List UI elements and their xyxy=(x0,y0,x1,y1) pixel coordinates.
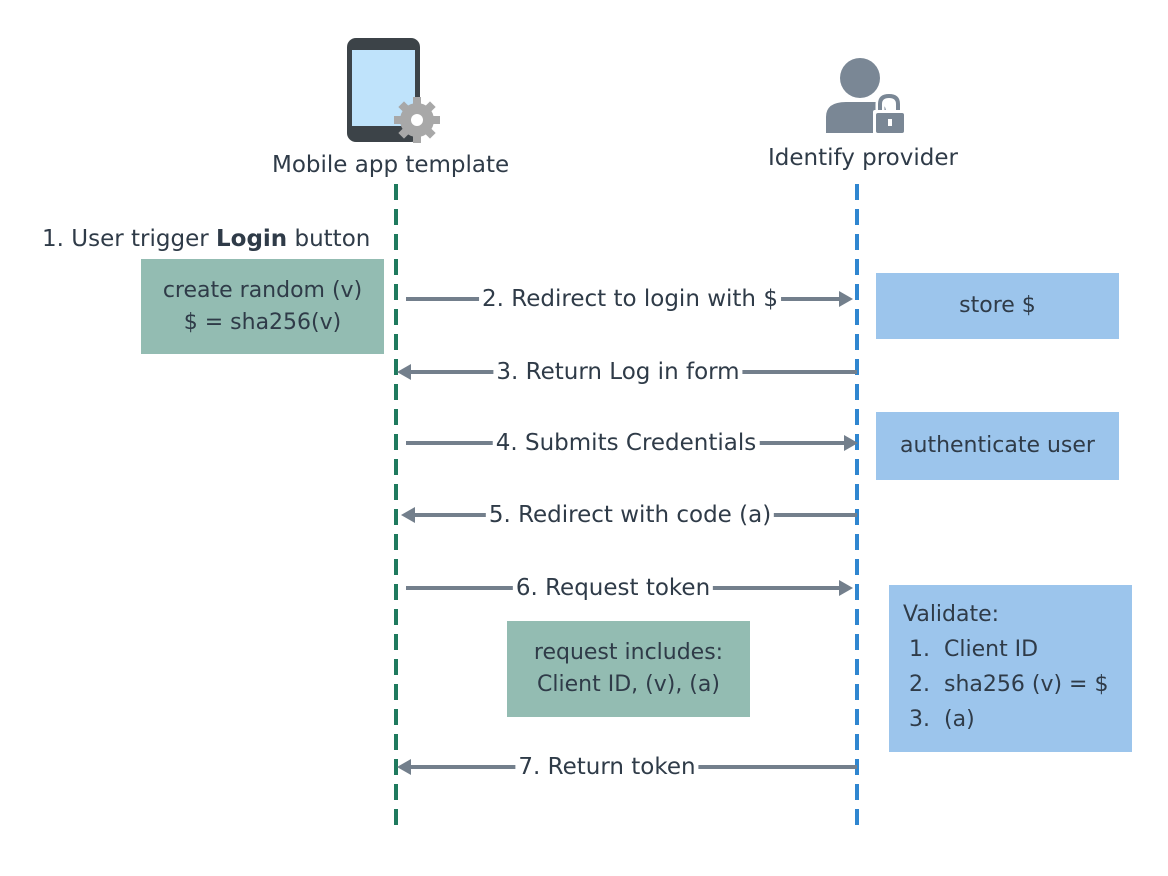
validate-note: Validate: 1. Client ID 2. sha256 (v) = $… xyxy=(889,585,1132,752)
create-random-note: create random (v) $ = sha256(v) xyxy=(141,259,384,354)
create-random-line2: $ = sha256(v) xyxy=(183,309,342,335)
request-includes-note: request includes: Client ID, (v), (a) xyxy=(507,621,750,717)
validate-item-number: 1. xyxy=(909,637,930,662)
authenticate-note-text: authenticate user xyxy=(900,433,1095,458)
right-actor-label: Identify provider xyxy=(768,145,958,171)
validate-item-number: 3. xyxy=(909,707,930,732)
authenticate-note: authenticate user xyxy=(876,412,1119,480)
store-note-text: store $ xyxy=(959,293,1036,318)
request-includes-line2: Client ID, (v), (a) xyxy=(537,672,720,697)
message-label-4: 4. Submits Credentials xyxy=(492,429,760,457)
create-random-line1: create random (v) xyxy=(162,277,363,303)
step-1-text-before: User trigger xyxy=(71,226,209,252)
message-label-5: 5. Redirect with code (a) xyxy=(485,501,775,529)
validate-item-text: Client ID xyxy=(944,637,1039,662)
mobile-phone-gear-icon xyxy=(347,38,440,143)
message-label-3: 3. Return Log in form xyxy=(493,358,743,386)
left-actor-label: Mobile app template xyxy=(272,152,510,178)
message-label-7: 7. Return token xyxy=(515,753,699,781)
validate-item-number: 2. xyxy=(909,672,930,697)
validate-item: 3. (a) xyxy=(903,702,1132,737)
validate-item: 1. Client ID xyxy=(903,632,1132,667)
step-1-text-after: button xyxy=(294,226,371,252)
step-1-login-bold: Login xyxy=(215,226,288,252)
request-includes-line1: request includes: xyxy=(533,640,724,665)
step-1-number: 1. xyxy=(42,226,64,252)
step-1-text: 1. User trigger Login button xyxy=(42,226,370,252)
validate-title: Validate: xyxy=(903,602,1000,627)
validate-item-text: sha256 (v) = $ xyxy=(944,672,1109,697)
store-note: store $ xyxy=(876,273,1119,339)
validate-item: 2. sha256 (v) = $ xyxy=(903,667,1132,702)
validate-item-text: (a) xyxy=(944,707,975,732)
message-label-6: 6. Request token xyxy=(512,574,714,602)
user-lock-icon xyxy=(826,58,907,135)
message-label-2: 2. Redirect to login with $ xyxy=(479,285,781,313)
